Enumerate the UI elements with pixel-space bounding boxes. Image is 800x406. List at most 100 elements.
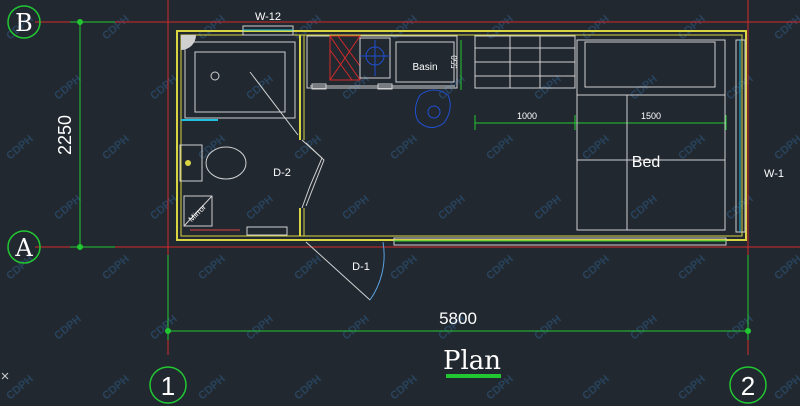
watermark-text: CDPH	[52, 73, 84, 102]
watermark-text: CDPH	[52, 313, 84, 342]
chair-seat	[427, 105, 441, 119]
axis-label-a: A	[14, 234, 33, 262]
watermark-text: CDPH	[148, 193, 180, 222]
door-d1-label: D-1	[352, 261, 370, 273]
shower-head	[181, 35, 196, 50]
watermark-text: CDPH	[292, 253, 324, 282]
outer-wall	[176, 30, 747, 241]
axis-grid-lines	[35, 0, 800, 355]
plan-title: Plan	[443, 346, 501, 376]
watermark-text: CDPH	[244, 313, 276, 342]
walls	[176, 30, 747, 241]
outer-wall-inner	[180, 34, 743, 237]
watermark-text: CDPH	[676, 373, 708, 402]
shower-drain	[210, 71, 220, 81]
doors	[301, 139, 385, 301]
mirror-cabinet	[183, 195, 213, 227]
towel-rail	[246, 226, 288, 236]
watermark-text: CDPH	[532, 313, 564, 342]
watermark-text: CDPH	[772, 253, 800, 282]
watermark-text: CDPH	[580, 253, 612, 282]
shower-tray	[194, 51, 286, 113]
watermark-text: CDPH	[724, 313, 756, 342]
watermark-text: CDPH	[340, 313, 372, 342]
stove-hatch-d	[329, 49, 353, 81]
axis-bubble-1	[149, 366, 187, 404]
axis-bubble-2	[729, 366, 767, 404]
watermark-text: CDPH	[484, 13, 516, 42]
watermark-text: CDPH	[676, 13, 708, 42]
watermark-text: CDPH	[580, 13, 612, 42]
basin-cabinet	[395, 41, 455, 83]
watermark-text: CDPH	[484, 133, 516, 162]
wardrobe	[474, 35, 576, 89]
shower-glass-door	[249, 71, 299, 136]
windows	[242, 25, 746, 246]
dimension-1500-text: 1500	[641, 111, 661, 121]
watermark-text: CDPH	[628, 313, 660, 342]
cross-marker-b	[1, 372, 9, 380]
width-dim-tick-right	[745, 328, 751, 334]
axis-bubble-b	[7, 5, 41, 39]
watermark-text: CDPH	[4, 373, 36, 402]
watermark-text: CDPH	[292, 13, 324, 42]
kitchen-counter	[306, 35, 458, 89]
door-d1-leaf	[305, 241, 371, 301]
bed-frame	[576, 39, 726, 231]
bed-label: Bed	[632, 154, 660, 171]
watermark-text: CDPH	[772, 133, 800, 162]
toilet-flush	[185, 160, 191, 166]
bed-pillow-area	[584, 41, 716, 88]
counter-handle-b	[377, 83, 393, 90]
stove-hatch-c	[337, 35, 361, 67]
watermark-text: CDPH	[388, 133, 420, 162]
watermark-text: CDPH	[100, 133, 132, 162]
watermark-text: CDPH	[628, 193, 660, 222]
watermark-text: CDPH	[52, 193, 84, 222]
watermark-text: CDPH	[580, 373, 612, 402]
axis-bubble-a	[7, 230, 41, 264]
watermark-text: CDPH	[340, 193, 372, 222]
toilet-bowl	[205, 146, 247, 180]
watermark-text: CDPH	[772, 373, 800, 402]
watermark-text: CDPH	[244, 193, 276, 222]
axis-label-2: 2	[741, 371, 755, 401]
bed	[576, 39, 726, 231]
watermark-text: CDPH	[196, 373, 228, 402]
watermark-layer: CDPH CDPH CDPH CDPH CDPH CDPH CDPH CDPH CDPH CDPH…	[4, 13, 800, 402]
watermark-text: CDPH	[100, 13, 132, 42]
bathroom-fixtures	[179, 35, 299, 236]
axis-bubbles	[7, 5, 767, 404]
watermark-text: CDPH	[4, 133, 36, 162]
door-d2-label: D-2	[273, 167, 291, 179]
watermark-text: CDPH	[580, 133, 612, 162]
door-d2-leaf-inner	[305, 142, 325, 207]
door-d1-swing-arc	[369, 241, 385, 301]
dimension-lines	[70, 19, 751, 340]
dimension-1000-text: 1000	[517, 111, 537, 121]
basin-label: Basin	[412, 62, 437, 73]
watermark-text: CDPH	[148, 313, 180, 342]
width-dim-tick-left	[165, 328, 171, 334]
watermark-text: CDPH	[244, 73, 276, 102]
watermark-text: CDPH	[484, 253, 516, 282]
window-w1-label: W-1	[764, 168, 784, 180]
watermark-text: CDPH	[196, 13, 228, 42]
window-w12-label: W-12	[255, 11, 281, 23]
axis-label-1: 1	[161, 371, 175, 401]
height-dim-tick-bottom	[77, 244, 83, 250]
watermark-text: CDPH	[436, 193, 468, 222]
watermark-text: CDPH	[676, 253, 708, 282]
watermark-text: CDPH	[628, 73, 660, 102]
stove-hatch-b	[329, 35, 361, 81]
watermark-text: CDPH	[100, 373, 132, 402]
watermark-text: CDPH	[388, 373, 420, 402]
watermark-text: CDPH	[196, 253, 228, 282]
watermark-text: CDPH	[772, 13, 800, 42]
watermark-text: CDPH	[388, 253, 420, 282]
plan-title-underline	[446, 374, 501, 378]
toilet-tank	[179, 144, 203, 182]
kitchen-area	[306, 35, 458, 90]
mirror-diagonal	[183, 195, 213, 227]
